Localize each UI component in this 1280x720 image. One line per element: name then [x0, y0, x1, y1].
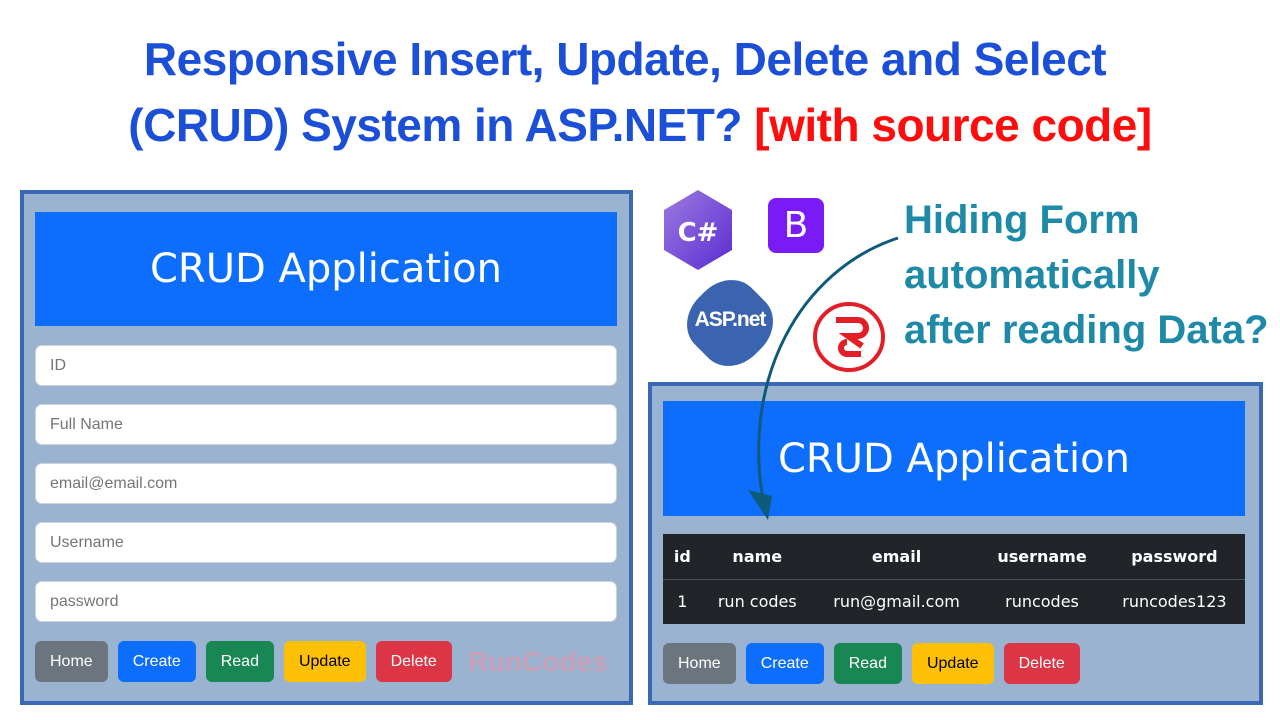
- bootstrap-logo-icon: B: [763, 198, 829, 253]
- id-input[interactable]: [35, 345, 617, 386]
- crud-form-panel: CRUD Application Home Create Read Update…: [20, 190, 633, 705]
- csharp-logo-icon: C#: [664, 190, 732, 270]
- cell-id: 1: [677, 592, 688, 612]
- callout-line-3: after reading Data?: [904, 308, 1269, 352]
- col-password: password: [1103, 534, 1245, 580]
- cell-username: runcodes: [1005, 592, 1079, 612]
- action-buttons: Home Create Read Update Delete: [663, 643, 1080, 684]
- cell-password: runcodes123: [1122, 592, 1227, 612]
- headline-main: (CRUD) System in ASP.NET?: [128, 99, 743, 151]
- cell-email: run@gmail.com: [833, 592, 960, 612]
- col-username: username: [980, 534, 1104, 580]
- password-input[interactable]: [35, 581, 617, 622]
- table-header-row: id name email username password: [663, 534, 1245, 580]
- table-row[interactable]: 1 run codes run@gmail.com runcodes runco…: [663, 579, 1245, 624]
- update-button[interactable]: Update: [283, 641, 366, 682]
- full-name-input[interactable]: [35, 404, 617, 445]
- csharp-logo-text: C#: [678, 218, 719, 248]
- callout-line-2: automatically: [904, 253, 1160, 297]
- callout-line-1: Hiding Form: [904, 198, 1140, 242]
- home-button[interactable]: Home: [663, 643, 736, 684]
- create-button[interactable]: Create: [745, 643, 824, 684]
- col-email: email: [812, 534, 981, 580]
- email-input[interactable]: [35, 463, 617, 504]
- username-input[interactable]: [35, 522, 617, 563]
- app-header: CRUD Application: [663, 401, 1245, 516]
- crud-table-panel: CRUD Application id name email username …: [648, 382, 1263, 705]
- delete-button[interactable]: Delete: [375, 641, 452, 682]
- bootstrap-logo-text: B: [768, 198, 824, 253]
- callout-text: Hiding Form automatically after reading …: [904, 193, 1269, 358]
- action-buttons: Home Create Read Update Delete RunCodes: [35, 641, 608, 682]
- read-button[interactable]: Read: [205, 641, 274, 682]
- headline-line-2: (CRUD) System in ASP.NET? [with source c…: [0, 98, 1280, 152]
- app-header: CRUD Application: [35, 212, 617, 326]
- home-button[interactable]: Home: [35, 641, 108, 682]
- headline-line-1: Responsive Insert, Update, Delete and Se…: [143, 33, 1107, 85]
- cell-name: run codes: [717, 592, 797, 612]
- create-button[interactable]: Create: [117, 641, 196, 682]
- runcodes-logo-icon: [813, 302, 885, 372]
- col-id: id: [663, 534, 702, 580]
- update-button[interactable]: Update: [911, 643, 994, 684]
- headline-highlight: [with source code]: [754, 99, 1152, 151]
- delete-button[interactable]: Delete: [1003, 643, 1080, 684]
- aspnet-logo-text: ASP.net: [694, 308, 767, 331]
- runcodes-watermark: RunCodes: [467, 646, 608, 677]
- read-button[interactable]: Read: [833, 643, 902, 684]
- data-table: id name email username password 1 run co…: [663, 534, 1245, 624]
- col-name: name: [701, 534, 813, 580]
